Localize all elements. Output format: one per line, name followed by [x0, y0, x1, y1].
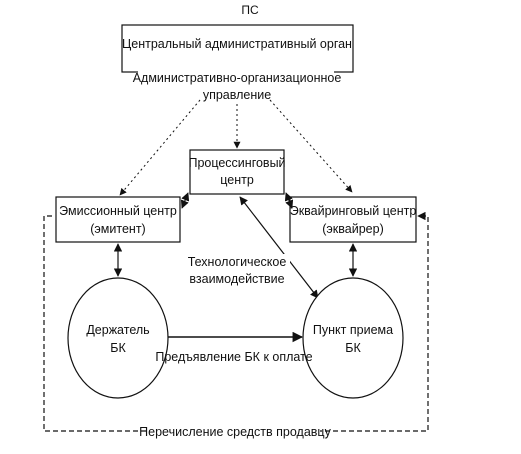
card-holder-ellipse — [67, 277, 169, 399]
admin-label-line2: управление — [203, 88, 271, 102]
admin-to-acquirer-arrow — [269, 99, 353, 193]
transfer-label-backdrop — [150, 423, 320, 439]
issuing-center-line2: (эмитент) — [90, 222, 145, 236]
tech-interaction-line1: Технологическое — [188, 255, 287, 269]
admin-label-line1: Административно-организационное — [133, 71, 342, 85]
acquiring-center-line1: Эквайринговый центр — [290, 204, 417, 218]
ps-label: ПС — [241, 3, 259, 17]
processing-to-point-link — [239, 196, 319, 299]
transfer-label: Перечисление средств продавцу — [139, 425, 331, 439]
processing-center-box — [189, 149, 285, 195]
holder-line2: БК — [110, 341, 126, 355]
tech-interaction-line2: взаимодействие — [189, 272, 284, 286]
admin-label-backdrop — [138, 66, 334, 102]
issuing-center-line1: Эмиссионный центр — [59, 204, 177, 218]
processing-center-line2: центр — [220, 173, 254, 187]
point-line2: БК — [345, 341, 361, 355]
central-authority-label: Центральный административный орган — [122, 37, 352, 51]
central-authority-box — [121, 24, 354, 73]
tech-label-backdrop — [184, 254, 290, 288]
acquiring-center-line2: (эквайрер) — [322, 222, 383, 236]
point-line1: Пункт приема — [313, 323, 393, 337]
processing-center-line1: Процессинговый — [188, 156, 285, 170]
processing-issuer-link — [180, 192, 190, 209]
presentation-label: Предъявление БК к оплате — [155, 350, 312, 364]
holder-line1: Держатель — [86, 323, 149, 337]
admin-to-issuer-arrow — [119, 99, 201, 196]
acceptance-point-ellipse — [302, 277, 404, 399]
issuing-center-box — [55, 196, 181, 243]
